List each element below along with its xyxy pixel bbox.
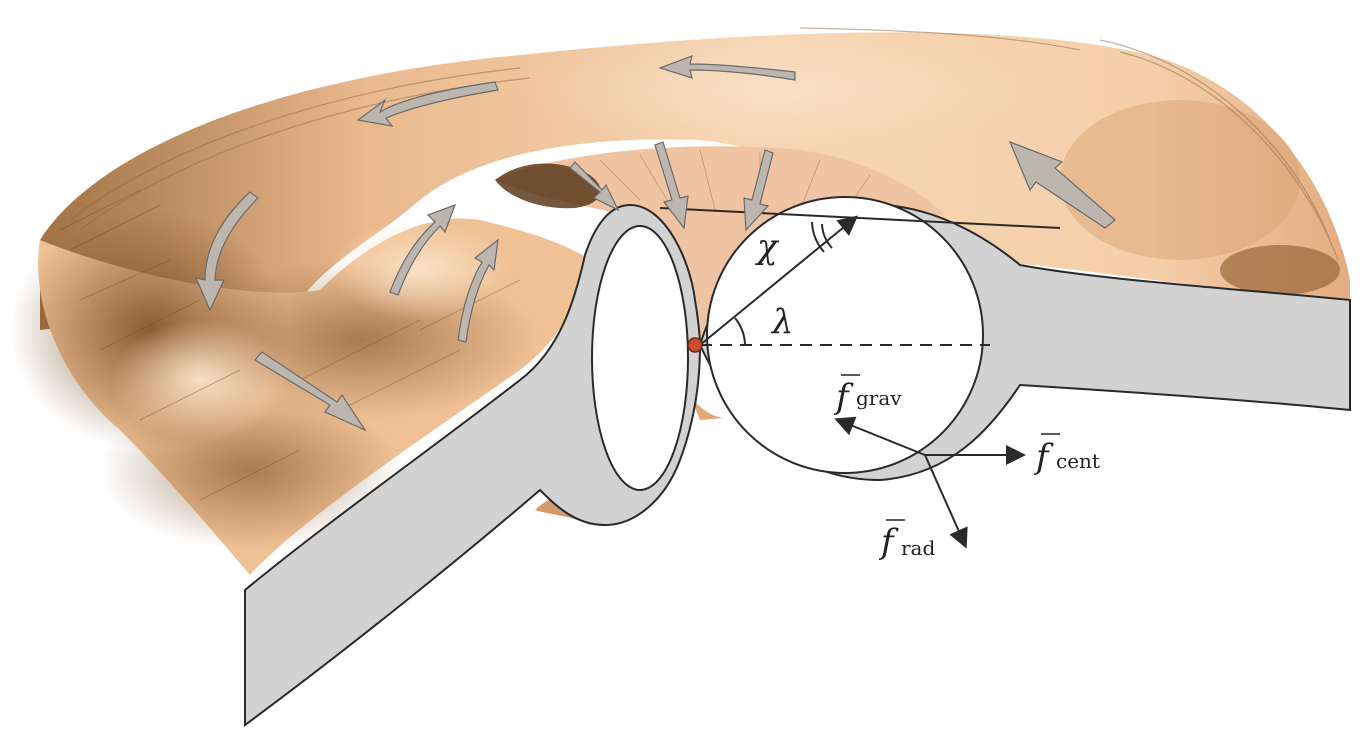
rad-force-label: f rad (878, 520, 935, 562)
svg-text:cent: cent (1056, 449, 1100, 473)
svg-text:f: f (878, 522, 899, 562)
lambda-label: λ (770, 302, 794, 342)
svg-text:rad: rad (901, 536, 935, 560)
cent-force-label: f cent (1033, 434, 1100, 477)
svg-text:grav: grav (856, 386, 902, 410)
rad-force-arrow (925, 455, 965, 545)
chi-label: χ (755, 227, 780, 267)
l1-point-icon (688, 338, 702, 352)
svg-text:f: f (1033, 437, 1054, 477)
